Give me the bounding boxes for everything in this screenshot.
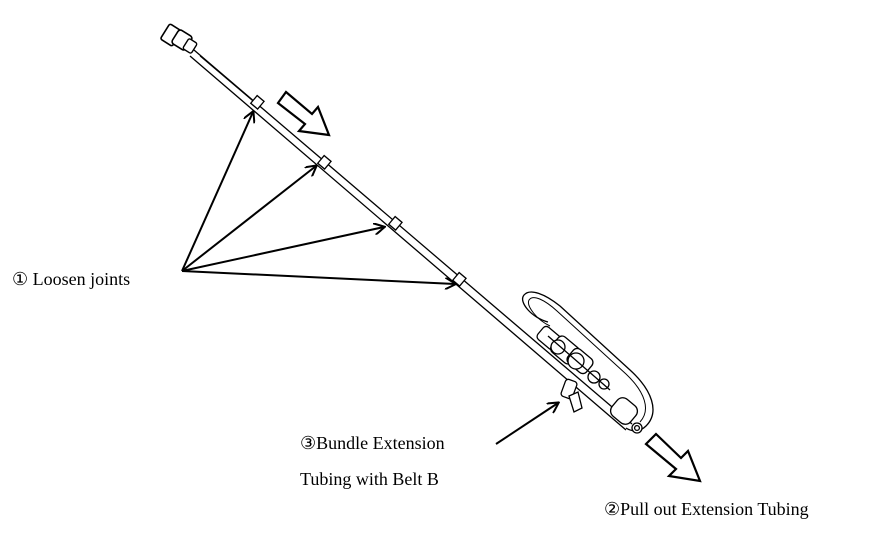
loosen-joints-label: ① Loosen joints: [12, 269, 131, 289]
callout-arrow: [181, 270, 455, 284]
extension-tubing: [189, 49, 633, 431]
tubing-joints: [249, 94, 467, 287]
tubing-joint: [316, 154, 332, 170]
push-direction-arrow: [276, 90, 331, 137]
pull-out-extension-label: ②Pull out Extension Tubing: [604, 499, 809, 519]
tubing-joint: [249, 94, 265, 110]
tubing-joint: [387, 215, 403, 231]
instrument-body: [536, 325, 643, 434]
bundle-extension-label-line2: Tubing with Belt B: [300, 469, 439, 489]
belt-b-loop-inner: [528, 297, 646, 423]
bundle-callout-arrow: [495, 403, 558, 445]
bundle-extension-label-line1: ③Bundle Extension: [300, 433, 445, 453]
loosen-joints-callout-arrows: [181, 112, 455, 284]
tubing-end-connector: [160, 23, 198, 54]
callout-arrow: [181, 166, 316, 272]
callout-arrow: [181, 112, 253, 272]
callout-arrow: [181, 227, 384, 272]
pull-out-direction-arrow: [644, 432, 702, 483]
